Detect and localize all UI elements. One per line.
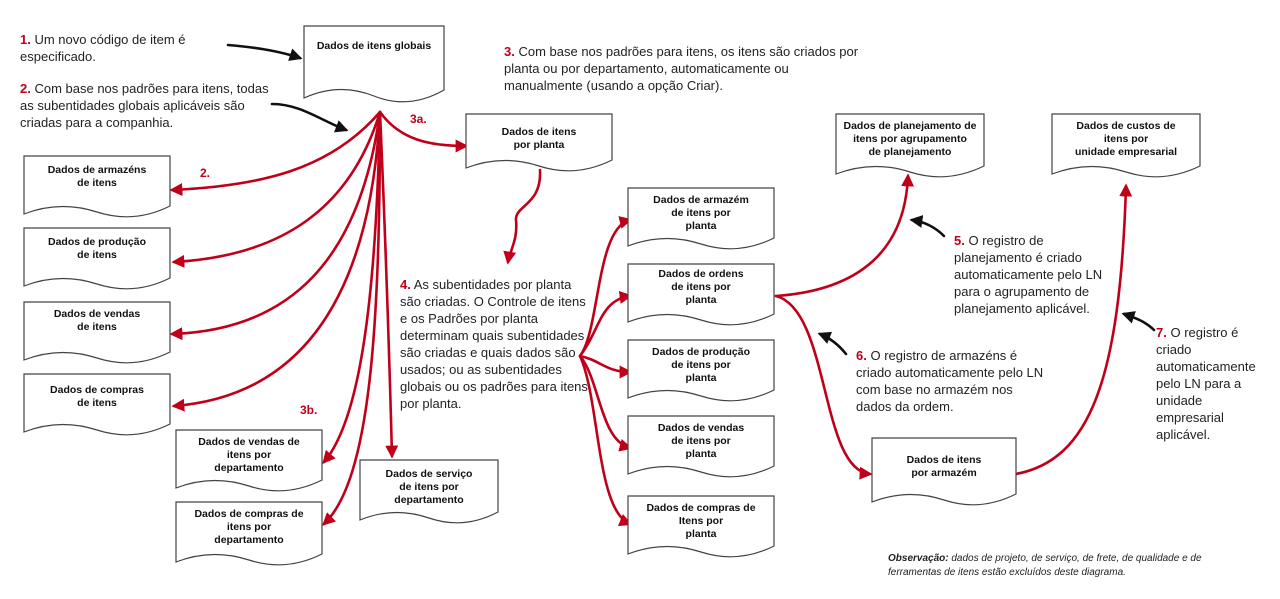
box-plant-sales: Dados de vendas de itens por planta xyxy=(627,415,775,478)
note-2-text: Com base nos padrões para itens, todas a… xyxy=(20,81,269,130)
pointer-note6 xyxy=(817,331,848,356)
box-dept-sales: Dados de vendas de itens por departament… xyxy=(175,429,323,492)
box-sales: Dados de vendas de itens xyxy=(23,301,171,364)
box-plant-purchase: Dados de compras de Itens por planta xyxy=(627,495,775,558)
note-6-number: 6. xyxy=(856,348,867,363)
note-1-number: 1. xyxy=(20,32,31,47)
box-plant-purchase-label: Dados de compras de Itens por planta xyxy=(646,502,756,540)
box-by-warehouse-label: Dados de itens por armazém xyxy=(906,454,982,479)
arrow-orders-to-by-warehouse xyxy=(774,294,873,480)
note-7: 7. O registro é criado automaticamente p… xyxy=(1156,324,1272,443)
box-planning: Dados de planejamento de itens por agrup… xyxy=(835,113,985,178)
box-plant-label: Dados de itens por planta xyxy=(501,126,577,151)
note-5: 5. O registro de planejamento é criado a… xyxy=(954,232,1114,317)
note-2: 2. Com base nos padrões para itens, toda… xyxy=(20,80,282,131)
pointer-note5 xyxy=(909,215,946,238)
box-purchase: Dados de compras de itens xyxy=(23,373,171,436)
tag-2: 2. xyxy=(200,166,211,180)
note-2-number: 2. xyxy=(20,81,31,96)
arrow-to-plant-purchase xyxy=(578,354,633,527)
box-purchase-label: Dados de compras de itens xyxy=(50,384,144,409)
box-by-warehouse: Dados de itens por armazém xyxy=(871,437,1017,506)
note-3-text: Com base nos padrões para itens, os iten… xyxy=(504,44,859,93)
pointer-note7 xyxy=(1121,311,1156,332)
arrow-to-plant-production xyxy=(578,354,633,379)
tag-3b: 3b. xyxy=(300,403,318,417)
arrow-global-to-purchase xyxy=(171,110,382,412)
box-plant-warehouse-label: Dados de armazém de itens por planta xyxy=(653,194,749,232)
arrow-global-to-plant xyxy=(378,110,469,153)
tag-3a: 3a. xyxy=(410,112,427,126)
box-production: Dados de produção de itens xyxy=(23,227,171,290)
pointer-note1 xyxy=(226,43,303,61)
note-5-number: 5. xyxy=(954,233,965,248)
arrow-global-to-production xyxy=(171,110,382,268)
arrow-to-plant-orders xyxy=(578,290,633,358)
observation-note: Observação: dados de projeto, de serviço… xyxy=(888,552,1238,580)
arrow-orders-to-planning xyxy=(774,173,915,298)
arrow-global-to-sales xyxy=(169,110,382,341)
box-warehousing: Dados de armazéns de itens xyxy=(23,155,171,218)
arrow-by-warehouse-to-costs xyxy=(1014,183,1133,476)
box-costs: Dados de custos de itens por unidade emp… xyxy=(1051,113,1201,178)
box-plant: Dados de itens por planta xyxy=(465,113,613,172)
box-dept-service: Dados de serviço de itens por departamen… xyxy=(359,459,499,524)
note-4-text: As subentidades por planta são criadas. … xyxy=(400,277,588,411)
box-plant-sales-label: Dados de vendas de itens por planta xyxy=(657,422,745,460)
box-warehousing-label: Dados de armazéns de itens xyxy=(47,164,147,189)
box-plant-orders-label: Dados de ordens de itens por planta xyxy=(658,268,744,306)
box-global-label: Dados de itens globais xyxy=(316,40,432,52)
arrow-global-to-warehousing xyxy=(169,110,382,197)
note-6: 6. O registro de armazéns é criado autom… xyxy=(856,347,1046,415)
note-1-text: Um novo código de item é especificado. xyxy=(20,32,186,64)
note-7-number: 7. xyxy=(1156,325,1167,340)
pointer-note2 xyxy=(270,102,349,133)
note-3: 3. Com base nos padrões para itens, os i… xyxy=(504,43,864,94)
observation-label: Observação: xyxy=(888,553,949,564)
box-dept-sales-label: Dados de vendas de itens por departament… xyxy=(198,436,300,474)
note-3-number: 3. xyxy=(504,44,515,59)
box-dept-purchase-label: Dados de compras de itens por departamen… xyxy=(194,508,304,546)
box-global: Dados de itens globais xyxy=(303,25,445,103)
note-6-text: O registro de armazéns é criado automati… xyxy=(856,348,1044,414)
observation-text: dados de projeto, de serviço, de frete, … xyxy=(888,553,1202,578)
arrow-global-to-dept-purchase xyxy=(322,110,382,526)
box-production-label: Dados de produção de itens xyxy=(47,236,146,261)
box-plant-production-label: Dados de produção de itens por planta xyxy=(651,346,750,384)
box-dept-service-label: Dados de serviço de itens por departamen… xyxy=(385,468,473,506)
box-sales-label: Dados de vendas de itens xyxy=(53,308,141,333)
note-4: 4. As subentidades por planta são criada… xyxy=(400,276,590,412)
note-5-text: O registro de planejamento é criado auto… xyxy=(954,233,1103,316)
arrow-to-plant-warehouse xyxy=(578,216,633,358)
box-plant-orders: Dados de ordens de itens por planta xyxy=(627,263,775,326)
arrow-to-plant-sales xyxy=(578,354,633,452)
box-plant-production: Dados de produção de itens por planta xyxy=(627,339,775,402)
note-7-text: O registro é criado automaticamente pelo… xyxy=(1156,325,1256,442)
note-1: 1. Um novo código de item é especificado… xyxy=(20,31,220,65)
arrow-global-to-dept-sales xyxy=(322,110,382,464)
arrow-plant-to-note4 xyxy=(503,168,542,265)
arrow-global-to-dept-service xyxy=(378,110,399,459)
note-4-number: 4. xyxy=(400,277,411,292)
box-dept-purchase: Dados de compras de itens por departamen… xyxy=(175,501,323,566)
box-plant-warehouse: Dados de armazém de itens por planta xyxy=(627,187,775,250)
box-costs-label: Dados de custos de itens por unidade emp… xyxy=(1074,120,1178,158)
box-planning-label: Dados de planejamento de itens por agrup… xyxy=(843,120,977,158)
